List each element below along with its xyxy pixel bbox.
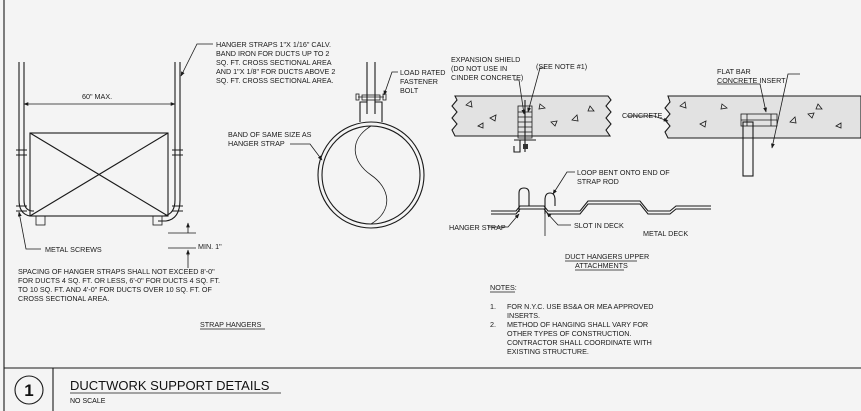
callout-hanger-straps: HANGER STRAPS 1"X 1/16" CALV. BAND IRON …	[216, 40, 335, 85]
notes-block: NOTES: 1. FOR N.Y.C. USE BS&A OR MEA APP…	[490, 283, 653, 356]
callout-line: SQ. FT. CROSS SECTIONAL AREA.	[216, 76, 334, 85]
note-line: FOR DUCTS 4 SQ. FT. OR LESS, 6'-0" FOR D…	[18, 276, 220, 285]
min-1-label: MIN. 1"	[198, 242, 222, 251]
expansion-shield-callout: EXPANSION SHIELD (DO NOT USE IN CINDER C…	[451, 55, 523, 82]
callout-line: FLAT BAR	[717, 67, 751, 76]
detail-title: DUCTWORK SUPPORT DETAILS	[70, 378, 270, 393]
title-block: 1 DUCTWORK SUPPORT DETAILS NO SCALE	[14, 375, 281, 405]
hanger-strap-label: HANGER STRAP	[449, 223, 506, 232]
callout-line: HANGER STRAP	[228, 139, 285, 148]
metal-screws-label: METAL SCREWS	[45, 245, 102, 254]
metal-deck-detail	[488, 171, 711, 236]
screw-marks	[16, 149, 183, 212]
callout-line: HANGER STRAPS 1"X 1/16" CALV.	[216, 40, 331, 49]
title-line: DUCT HANGERS UPPER	[565, 252, 649, 261]
band-detail	[290, 62, 425, 229]
callout-line: CINDER CONCRETE)	[451, 73, 523, 82]
concrete-aggregate	[679, 101, 842, 129]
callout-line: LOAD RATED	[400, 68, 445, 77]
note-line: INSERTS.	[507, 311, 540, 320]
detail-scale: NO SCALE	[70, 398, 106, 405]
note-line: CONTRACTOR SHALL COORDINATE WITH	[507, 338, 652, 347]
note-number: 2.	[490, 320, 496, 329]
title-line: ATTACHMENTS	[575, 261, 628, 270]
callout-line: SQ. FT. CROSS SECTIONAL AREA	[216, 58, 332, 67]
callout-line: AND 1"X 1/8" FOR DUCTS ABOVE 2	[216, 67, 335, 76]
slot-in-deck-label: SLOT IN DECK	[574, 221, 624, 230]
callout-line: BAND OF SAME SIZE AS	[228, 130, 312, 139]
metal-deck-label: METAL DECK	[643, 229, 688, 238]
expansion-shield-detail	[451, 67, 612, 153]
flat-bar-insert-detail	[627, 73, 861, 177]
detail-number: 1	[24, 381, 33, 400]
callout-line: EXPANSION SHIELD	[451, 55, 520, 64]
callout-line: LOOP BENT ONTO END OF	[577, 168, 670, 177]
note-line: CROSS SECTIONAL AREA.	[18, 294, 109, 303]
strap-hanger-detail: 60" MAX.	[16, 43, 213, 268]
strap-hangers-title: STRAP HANGERS	[200, 320, 262, 329]
note-line: FOR N.Y.C. USE BS&A OR MEA APPROVED	[507, 302, 653, 311]
callout-line: BAND IRON FOR DUCTS UP TO 2	[216, 49, 329, 58]
loop-bent-callout: LOOP BENT ONTO END OF STRAP ROD	[577, 168, 670, 186]
dim-60-max: 60" MAX.	[82, 92, 112, 101]
spacing-note: SPACING OF HANGER STRAPS SHALL NOT EXCEE…	[18, 267, 220, 303]
load-rated-callout: LOAD RATED FASTENER BOLT	[400, 68, 445, 95]
sheet-frame	[3, 0, 861, 411]
note-line: OTHER TYPES OF CONSTRUCTION.	[507, 329, 631, 338]
detail-number-circle	[14, 375, 44, 405]
concrete-label: CONCRETE	[622, 111, 663, 120]
upper-attachments-title: DUCT HANGERS UPPER ATTACHMENTS	[565, 252, 649, 271]
see-note-label: (SEE NOTE #1)	[536, 62, 587, 71]
concrete-aggregate	[465, 100, 595, 129]
note-line: METHOD OF HANGING SHALL VARY FOR	[507, 320, 648, 329]
note-number: 1.	[490, 302, 496, 311]
note-line: TO 10 SQ. FT. AND 4'-0" FOR DUCTS OVER 1…	[18, 285, 213, 294]
callout-line: CONCRETE INSERT	[717, 76, 786, 85]
note-line: EXISTING STRUCTURE.	[507, 347, 589, 356]
callout-line: (DO NOT USE IN	[451, 64, 507, 73]
notes-heading: NOTES:	[490, 283, 517, 292]
callout-line: BOLT	[400, 86, 419, 95]
flat-bar-callout: FLAT BAR CONCRETE INSERT	[717, 67, 786, 85]
band-same-size-callout: BAND OF SAME SIZE AS HANGER STRAP	[228, 130, 312, 148]
note-line: SPACING OF HANGER STRAPS SHALL NOT EXCEE…	[18, 267, 215, 276]
callout-line: STRAP ROD	[577, 177, 619, 186]
callout-line: FASTENER	[400, 77, 438, 86]
